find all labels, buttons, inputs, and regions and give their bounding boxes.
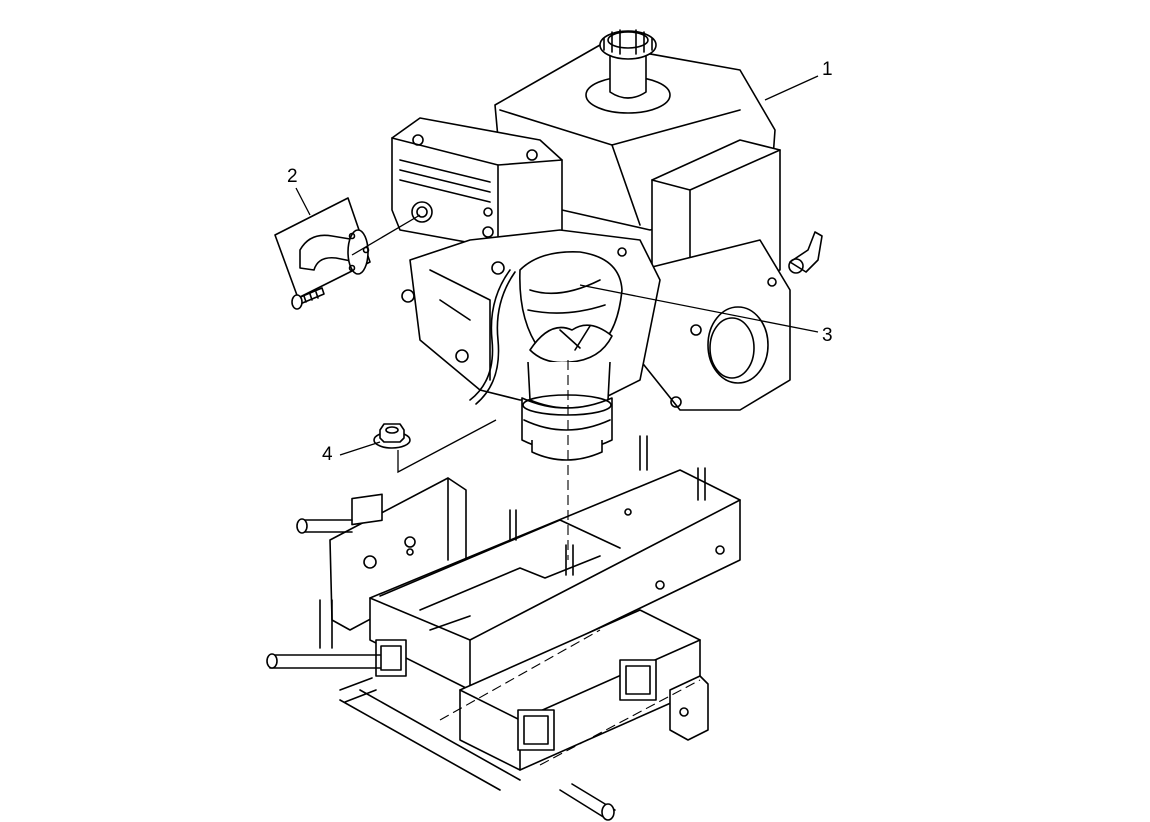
engine-assembly [391, 29, 823, 461]
exhaust-elbow-detail [274, 197, 371, 310]
leader-line-3 [579, 284, 819, 333]
leader-line-1 [764, 75, 819, 101]
callout-3: 3 [822, 325, 833, 346]
frame-chassis [266, 435, 741, 821]
flange-nut [373, 423, 411, 449]
leader-line-4 [339, 441, 381, 456]
leader-lines [295, 75, 819, 474]
callout-4: 4 [322, 444, 333, 465]
leader-line-2 [295, 187, 311, 216]
callout-1: 1 [822, 59, 833, 80]
callout-2: 2 [287, 166, 298, 187]
